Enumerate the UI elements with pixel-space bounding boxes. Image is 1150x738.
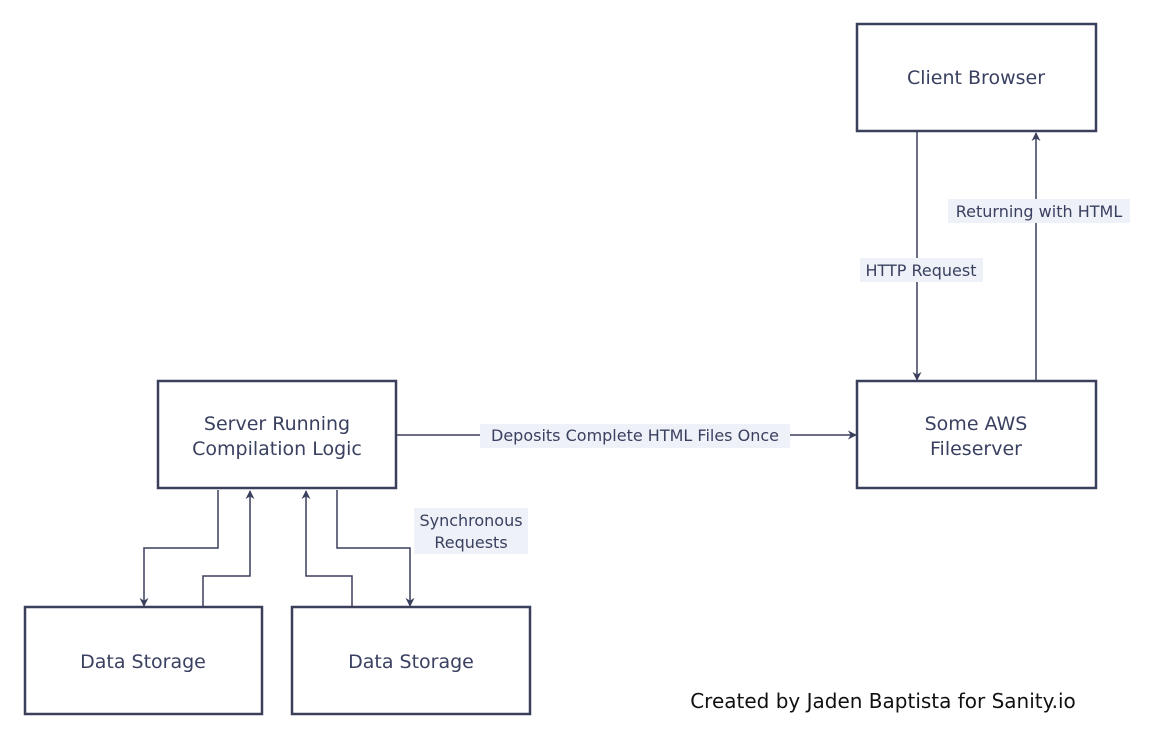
node-compilation-server: Server Running Compilation Logic [156,379,398,490]
svg-text:Compilation Logic: Compilation Logic [192,438,362,460]
svg-text:Client Browser: Client Browser [907,67,1045,89]
node-data-storage-2: Data Storage [290,605,532,716]
node-aws-fileserver: Some AWS Fileserver [855,379,1098,490]
svg-text:Synchronous: Synchronous [419,511,522,530]
svg-text:Returning with HTML: Returning with HTML [956,202,1123,221]
node-data-storage-1: Data Storage [23,605,264,716]
svg-text:Server Running: Server Running [204,413,350,435]
svg-text:HTTP Request: HTTP Request [865,261,976,280]
svg-text:Fileserver: Fileserver [930,438,1022,460]
edge-storage-1-to-server [202,490,255,606]
svg-text:Data Storage: Data Storage [348,651,474,673]
edge-storage-2-to-server [301,490,353,606]
label-synchronous-requests: Synchronous Requests [414,508,528,554]
node-client-browser: Client Browser [855,22,1098,133]
label-http-request: HTTP Request [860,258,983,282]
edge-server-to-storage-2 [336,490,415,607]
svg-text:Requests: Requests [434,533,507,552]
label-deposits-files: Deposits Complete HTML Files Once [480,424,790,448]
credit-text: Created by Jaden Baptista for Sanity.io [690,689,1076,713]
edge-labels: HTTP Request Returning with HTML Deposit… [414,199,1130,554]
edges [139,132,1041,607]
svg-text:Some AWS: Some AWS [925,413,1028,435]
svg-text:Data Storage: Data Storage [80,651,206,673]
edge-server-to-storage-1 [139,490,219,607]
svg-text:Deposits Complete HTML Files O: Deposits Complete HTML Files Once [491,426,779,445]
label-returning-html: Returning with HTML [948,199,1130,223]
